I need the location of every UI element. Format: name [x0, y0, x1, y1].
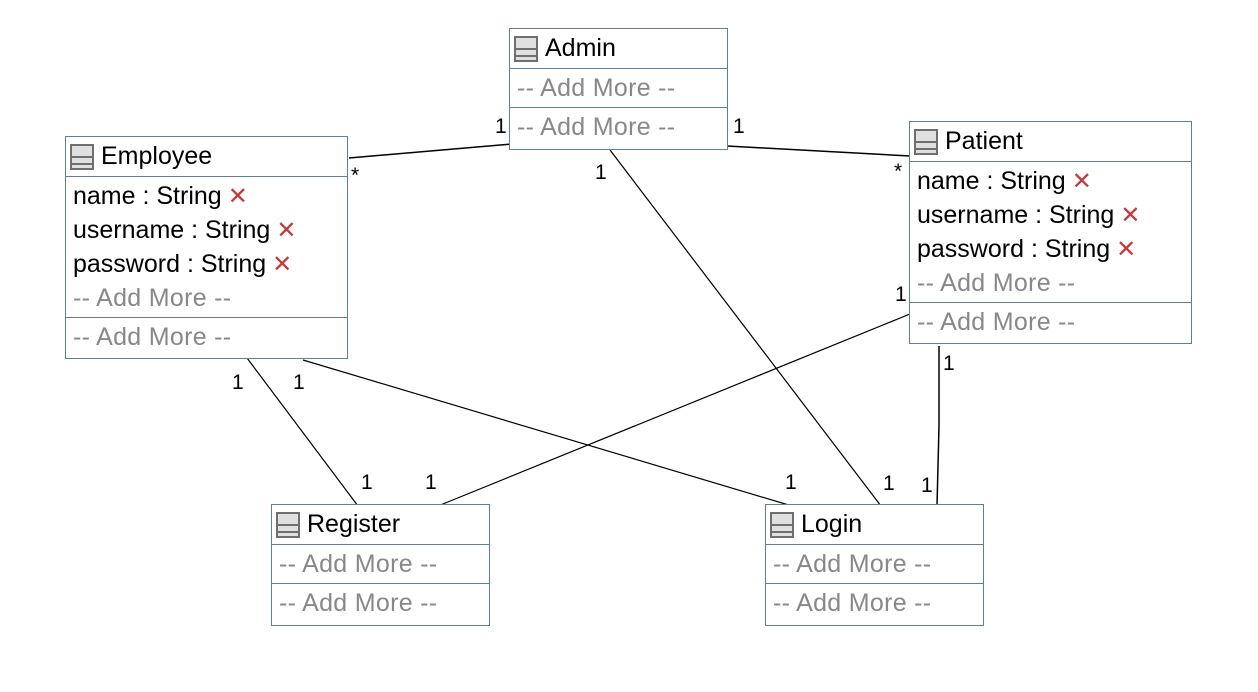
class-login-attributes: -- Add More --: [766, 545, 983, 583]
class-employee-name[interactable]: Employee: [101, 142, 213, 170]
class-login[interactable]: Login -- Add More -- -- Add More --: [765, 504, 984, 626]
add-method-button[interactable]: -- Add More --: [917, 308, 1076, 336]
class-login-name[interactable]: Login: [801, 510, 863, 538]
attribute-text[interactable]: password : String: [917, 235, 1111, 263]
class-register-name[interactable]: Register: [307, 510, 401, 538]
multiplicity-employee-login-employee-end: 1: [293, 371, 305, 394]
attribute-row[interactable]: name : String✕: [917, 164, 1191, 198]
attribute-row[interactable]: username : String✕: [917, 198, 1191, 232]
multiplicity-employee-login-login-end: 1: [785, 471, 797, 494]
add-method-button[interactable]: -- Add More --: [517, 113, 676, 141]
class-register[interactable]: Register -- Add More -- -- Add More --: [271, 504, 490, 626]
class-admin-attributes: -- Add More --: [510, 69, 727, 107]
class-employee[interactable]: Employee name : String✕ username : Strin…: [65, 136, 348, 359]
multiplicity-admin-patient-patient-end: *: [894, 160, 903, 183]
class-patient-name[interactable]: Patient: [945, 127, 1023, 155]
attribute-text[interactable]: name : String: [917, 167, 1066, 195]
delete-attribute-icon[interactable]: ✕: [227, 183, 248, 210]
multiplicity-admin-login-admin-end: 1: [595, 161, 607, 184]
class-login-header[interactable]: Login: [766, 505, 983, 545]
multiplicity-patient-register-patient-end: 1: [895, 283, 907, 306]
class-patient-header[interactable]: Patient: [910, 122, 1191, 162]
delete-attribute-icon[interactable]: ✕: [1116, 236, 1137, 263]
multiplicity-patient-register-register-end: 1: [425, 471, 437, 494]
add-attribute-button[interactable]: -- Add More --: [773, 550, 932, 578]
attribute-row[interactable]: username : String✕: [73, 213, 347, 247]
attribute-text[interactable]: username : String: [917, 201, 1115, 229]
class-admin-header[interactable]: Admin: [510, 29, 727, 69]
association-patient-register[interactable]: [437, 313, 911, 507]
add-attribute-button[interactable]: -- Add More --: [279, 550, 438, 578]
multiplicity-admin-employee-employee-end: *: [351, 164, 360, 187]
multiplicity-admin-login-login-end: 1: [883, 472, 895, 495]
class-admin-methods: -- Add More --: [510, 107, 727, 146]
class-employee-header[interactable]: Employee: [66, 137, 347, 177]
class-login-methods: -- Add More --: [766, 583, 983, 622]
class-employee-methods: -- Add More --: [66, 317, 347, 356]
class-icon: [914, 128, 938, 155]
class-register-header[interactable]: Register: [272, 505, 489, 545]
multiplicity-patient-login-patient-end: 1: [943, 352, 955, 375]
attribute-text[interactable]: username : String: [73, 216, 271, 244]
add-attribute-button[interactable]: -- Add More --: [517, 74, 676, 102]
delete-attribute-icon[interactable]: ✕: [276, 217, 297, 244]
class-register-attributes: -- Add More --: [272, 545, 489, 583]
multiplicity-employee-register-register-end: 1: [361, 471, 373, 494]
delete-attribute-icon[interactable]: ✕: [272, 251, 293, 278]
add-attribute-button[interactable]: -- Add More --: [73, 284, 232, 312]
attribute-row[interactable]: name : String✕: [73, 179, 347, 213]
class-patient[interactable]: Patient name : String✕ username : String…: [909, 121, 1192, 344]
association-employee-register[interactable]: [246, 357, 359, 507]
attribute-row[interactable]: password : String✕: [917, 232, 1191, 266]
class-icon: [70, 143, 94, 170]
add-attribute-button[interactable]: -- Add More --: [917, 269, 1076, 297]
delete-attribute-icon[interactable]: ✕: [1120, 202, 1141, 229]
class-admin[interactable]: Admin -- Add More -- -- Add More --: [509, 28, 728, 150]
association-admin-login[interactable]: [609, 149, 882, 507]
multiplicity-employee-register-employee-end: 1: [232, 371, 244, 394]
multiplicity-patient-login-login-end: 1: [921, 474, 933, 497]
class-register-methods: -- Add More --: [272, 583, 489, 622]
add-method-button[interactable]: -- Add More --: [773, 589, 932, 617]
attribute-row[interactable]: password : String✕: [73, 247, 347, 281]
add-method-button[interactable]: -- Add More --: [73, 323, 232, 351]
attribute-text[interactable]: password : String: [73, 250, 267, 278]
class-employee-attributes: name : String✕ username : String✕ passwo…: [66, 177, 347, 317]
class-icon: [276, 511, 300, 538]
class-icon: [514, 35, 538, 62]
class-patient-methods: -- Add More --: [910, 302, 1191, 341]
multiplicity-admin-patient-admin-end: 1: [733, 115, 745, 138]
association-employee-login[interactable]: [302, 359, 793, 507]
class-admin-name[interactable]: Admin: [545, 34, 616, 62]
class-patient-attributes: name : String✕ username : String✕ passwo…: [910, 162, 1191, 302]
class-icon: [770, 511, 794, 538]
association-admin-patient[interactable]: [726, 145, 911, 157]
multiplicity-admin-employee-admin-end: 1: [495, 115, 507, 138]
add-method-button[interactable]: -- Add More --: [279, 589, 438, 617]
association-patient-login[interactable]: [936, 346, 940, 507]
association-admin-employee[interactable]: [348, 143, 513, 159]
attribute-text[interactable]: name : String: [73, 182, 222, 210]
delete-attribute-icon[interactable]: ✕: [1071, 168, 1092, 195]
